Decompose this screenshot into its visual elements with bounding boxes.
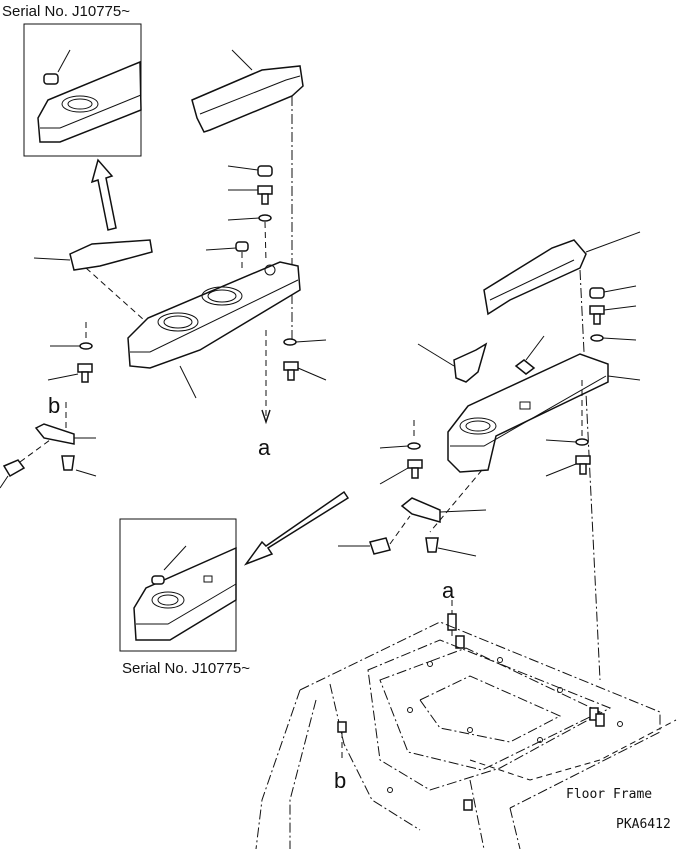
right-bracket bbox=[338, 497, 487, 557]
inset-box-lower bbox=[119, 518, 237, 652]
right-cover-piece bbox=[483, 231, 641, 681]
right-lower-fasteners bbox=[379, 420, 591, 485]
left-bracket bbox=[0, 402, 97, 489]
ref-a-frame: a bbox=[442, 578, 455, 603]
left-small-cover bbox=[33, 239, 153, 321]
arrow-up-to-inset bbox=[90, 158, 117, 231]
serial-label-inset: Serial No. J10775~ bbox=[122, 660, 250, 677]
floor-frame bbox=[255, 600, 677, 849]
left-cover-piece bbox=[191, 49, 304, 340]
right-console-body bbox=[429, 353, 641, 533]
inset-console-lower bbox=[133, 545, 237, 641]
ref-a-left: a bbox=[258, 435, 271, 460]
drawing-code: PKA6412 bbox=[616, 817, 671, 832]
inset-box-top bbox=[23, 23, 142, 157]
serial-label-top: Serial No. J10775~ bbox=[2, 3, 130, 20]
inset-console-top bbox=[37, 49, 142, 143]
right-small-bracket bbox=[417, 335, 545, 383]
ref-b-frame: b bbox=[334, 768, 346, 793]
arrow-to-lower-inset bbox=[243, 490, 350, 566]
ref-b-left: b bbox=[48, 393, 60, 418]
left-lower-fasteners bbox=[47, 322, 327, 383]
left-fastener-stack bbox=[205, 165, 273, 272]
right-fastener-stack bbox=[589, 285, 637, 342]
left-console-body bbox=[127, 261, 301, 425]
floor-frame-label: Floor Frame bbox=[566, 787, 652, 802]
